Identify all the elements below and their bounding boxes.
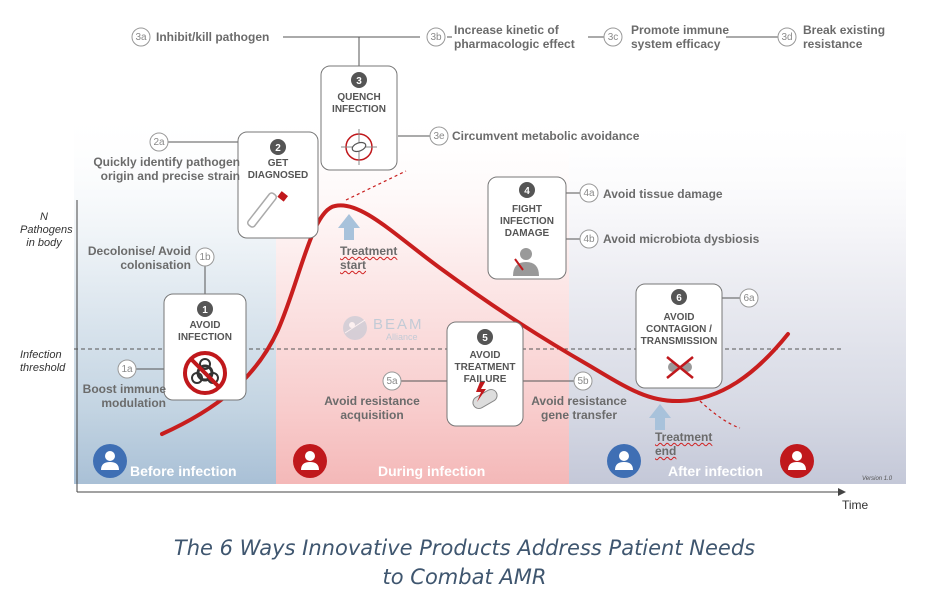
badge-3b: 3b	[426, 27, 446, 47]
box-6	[635, 283, 723, 389]
badge-4a: 4a	[579, 183, 599, 203]
svg-text:6a: 6a	[743, 293, 755, 304]
box-2-number: 2	[270, 139, 286, 155]
caption-line-2: to Combat AMR	[382, 565, 547, 589]
phase-before-label: Before infection	[130, 463, 237, 479]
box-4-title: FIGHT INFECTION DAMAGE	[500, 204, 554, 239]
badge-3d: 3d	[777, 27, 797, 47]
box-5-title: AVOID TREATMENT FAILURE	[454, 350, 516, 385]
phase-after-label: After infection	[668, 463, 763, 479]
beam-logo-icon	[343, 316, 367, 340]
svg-text:3d: 3d	[781, 32, 792, 43]
svg-text:1: 1	[202, 305, 208, 316]
box-4	[487, 176, 567, 280]
badge-1a: 1a	[117, 359, 137, 379]
y-axis-label: N Pathogens in body	[20, 211, 73, 249]
box-4-number: 4	[519, 182, 535, 198]
label-4b-text: Avoid microbiota dysbiosis	[603, 232, 760, 246]
box-6-title: AVOID CONTAGION / TRANSMISSION	[640, 312, 718, 347]
badge-5b: 5b	[573, 371, 593, 391]
pathogen-curve	[160, 203, 790, 436]
label-3a: Inhibit/kill pathogen	[156, 30, 270, 44]
svg-text:4b: 4b	[583, 234, 595, 245]
threshold-label: Infection threshold	[20, 349, 66, 374]
version-label: Version 1.0	[862, 476, 893, 482]
svg-text:3: 3	[356, 76, 362, 87]
svg-text:5: 5	[482, 333, 488, 344]
treatment-start-label: Treatment start	[340, 244, 398, 272]
box-1-number: 1	[197, 301, 213, 317]
x-axis-arrow	[838, 488, 846, 496]
label-3c: Promote immune system efficacy	[631, 23, 730, 51]
label-3b: Increase kinetic of pharmacologic effect	[454, 23, 575, 51]
box-2-title: GET DIAGNOSED	[247, 158, 309, 181]
treatment-end-arrow	[649, 404, 671, 430]
label-4a: Avoid tissue damage	[603, 187, 723, 201]
label-2a: Quickly identify pathogen origin and pre…	[93, 155, 240, 183]
person-icon-after-healthy	[607, 444, 641, 478]
svg-text:6: 6	[676, 293, 682, 304]
phase-after-bg	[569, 110, 906, 484]
badge-4b: 4b	[579, 229, 599, 249]
svg-text:2a: 2a	[153, 137, 165, 148]
patient-damage-icon	[513, 248, 539, 276]
label-5b: Avoid resistance gene transfer	[531, 394, 627, 422]
no-contagion-icon	[666, 356, 694, 379]
target-pathogen-icon	[341, 129, 377, 165]
svg-text:3a: 3a	[135, 32, 147, 43]
box-3	[320, 65, 398, 171]
treatment-end-label: Treatment end	[655, 430, 713, 458]
box-6-number: 6	[671, 289, 687, 305]
badge-5a: 5a	[382, 371, 402, 391]
label-5a: Avoid resistance acquisition	[324, 394, 420, 422]
person-icon-after-infected	[780, 444, 814, 478]
label-1b: Decolonise/ Avoid colonisation	[87, 244, 191, 272]
svg-text:5b: 5b	[577, 376, 589, 387]
badge-3e: 3e	[429, 126, 449, 146]
person-icon-during	[293, 444, 327, 478]
svg-text:3c: 3c	[608, 32, 619, 43]
svg-text:1a: 1a	[121, 364, 133, 375]
label-4b: Avoid microbiota dysbiosis	[603, 232, 759, 246]
curve-projection-up	[345, 170, 407, 201]
svg-text:4: 4	[524, 186, 530, 197]
treatment-start-arrow	[338, 214, 360, 240]
svg-text:4a: 4a	[583, 188, 595, 199]
x-axis-label: Time	[842, 498, 869, 512]
box-5	[446, 321, 524, 427]
test-tube-icon	[246, 191, 288, 228]
label-1a: Boost immune modulation	[82, 382, 166, 410]
person-icon-before	[93, 444, 127, 478]
biohazard-prohibited-icon	[183, 351, 227, 395]
beam-logo-sub: Alliance	[386, 332, 418, 342]
box-1-title: AVOID INFECTION	[178, 320, 232, 343]
badge-6a: 6a	[739, 288, 759, 308]
beam-logo-name: BEAM	[373, 316, 424, 333]
badge-2a: 2a	[149, 132, 169, 152]
label-3d: Break existing resistance	[803, 23, 886, 51]
badge-1b: 1b	[195, 247, 215, 267]
svg-text:5a: 5a	[386, 376, 398, 387]
svg-text:1b: 1b	[199, 252, 211, 263]
svg-text:3b: 3b	[430, 32, 442, 43]
pill-failure-icon	[472, 382, 498, 409]
connectors	[136, 36, 778, 382]
phase-during-label: During infection	[378, 463, 486, 479]
box-3-title: QUENCH INFECTION	[332, 92, 386, 115]
phase-during-bg	[276, 110, 569, 484]
svg-text:2: 2	[275, 143, 281, 154]
label-3e: Circumvent metabolic avoidance	[452, 129, 640, 143]
badge-3c: 3c	[603, 27, 623, 47]
svg-text:3e: 3e	[433, 131, 445, 142]
caption-line-1: The 6 Ways Innovative Products Address P…	[173, 536, 756, 560]
badge-3a: 3a	[131, 27, 151, 47]
box-3-number: 3	[351, 72, 367, 88]
box-5-number: 5	[477, 329, 493, 345]
